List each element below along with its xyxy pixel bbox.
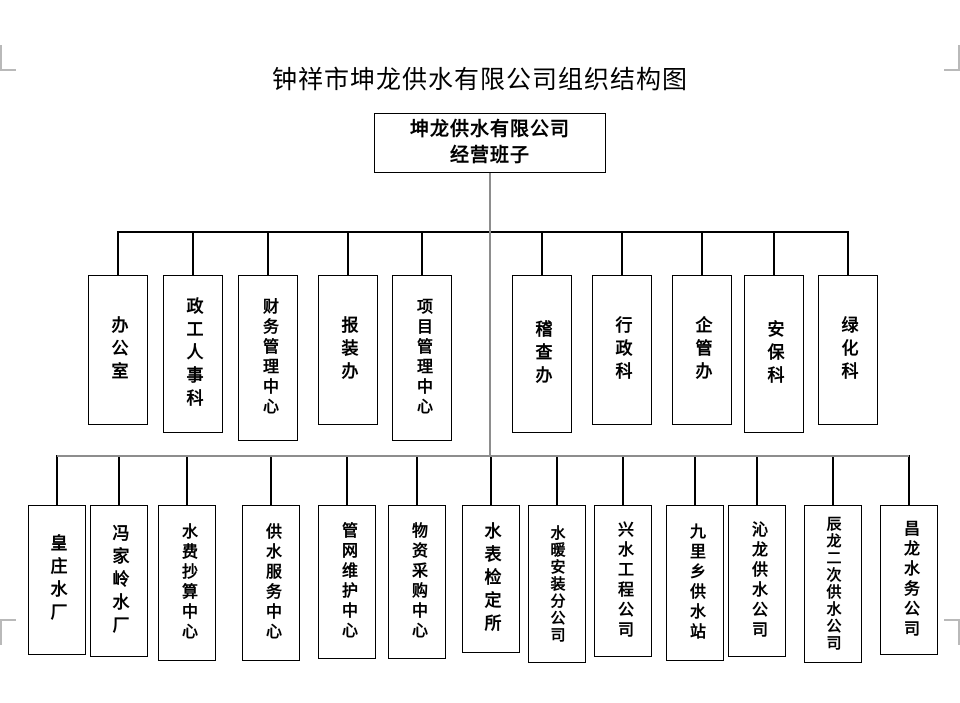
connector-drop-department-9: [847, 231, 849, 275]
org-node-label: 沁龙供水公司: [749, 521, 766, 641]
org-node-subsidiary-11: 辰龙二次供水公司: [804, 505, 862, 663]
connector-drop-department-6: [621, 231, 623, 275]
org-node-subsidiary-8: 兴水工程公司: [594, 505, 652, 657]
org-node-label: 兴水工程公司: [615, 521, 632, 641]
org-node-department-7: 企管办: [672, 275, 732, 425]
org-node-label: 稽查办: [532, 319, 552, 389]
margin-guide-top-right: [944, 45, 960, 71]
connector-drop-subsidiary-8: [622, 455, 624, 505]
org-node-label: 九里乡供水站: [687, 523, 704, 643]
org-node-department-5: 稽查办: [512, 275, 572, 433]
connector-drop-department-7: [701, 231, 703, 275]
connector-drop-subsidiary-7: [556, 455, 558, 505]
connector-bus-subsidiaries: [57, 455, 909, 457]
connector-drop-subsidiary-4: [346, 455, 348, 505]
connector-drop-department-8: [773, 231, 775, 275]
connector-drop-department-3: [347, 231, 349, 275]
org-node-subsidiary-7: 水暖安装分公司: [528, 505, 586, 663]
org-node-department-2: 财务管理中心: [238, 275, 298, 441]
org-node-subsidiary-1: 冯家岭水厂: [90, 505, 148, 657]
connector-drop-department-1: [192, 231, 194, 275]
connector-drop-subsidiary-9: [694, 455, 696, 505]
org-node-label: 企管办: [692, 315, 712, 385]
connector-drop-department-0: [117, 231, 119, 275]
connector-drop-subsidiary-12: [908, 455, 910, 505]
org-node-subsidiary-4: 管网维护中心: [318, 505, 376, 659]
org-node-label: 行政科: [612, 315, 632, 385]
org-node-label: 水费抄算中心: [179, 523, 196, 643]
org-node-label: 水暖安装分公司: [548, 524, 565, 644]
org-node-root-line1: 坤龙供水有限公司: [409, 119, 570, 140]
org-node-label: 供水服务中心: [263, 523, 280, 643]
org-node-label: 财务管理中心: [260, 298, 277, 418]
page-title: 钟祥市坤龙供水有限公司组织结构图: [271, 67, 688, 94]
org-node-department-1: 政工人事科: [163, 275, 223, 433]
org-node-root: 坤龙供水有限公司 经营班子: [374, 113, 606, 173]
org-node-root-line2: 经营班子: [449, 145, 530, 166]
org-node-label: 政工人事科: [183, 296, 203, 412]
org-node-department-4: 项目管理中心: [392, 275, 452, 441]
margin-guide-bottom-right: [944, 619, 960, 645]
connector-drop-department-5: [541, 231, 543, 275]
org-node-department-0: 办公室: [88, 275, 148, 425]
connector-drop-department-4: [421, 231, 423, 275]
org-node-label: 安保科: [764, 319, 784, 389]
org-node-subsidiary-5: 物资采购中心: [388, 505, 446, 659]
connector-bus-departments: [118, 231, 848, 233]
org-node-subsidiary-6: 水表检定所: [462, 505, 520, 653]
org-node-label: 绿化科: [838, 315, 858, 385]
connector-drop-department-2: [267, 231, 269, 275]
org-node-subsidiary-10: 沁龙供水公司: [728, 505, 786, 657]
org-node-subsidiary-2: 水费抄算中心: [158, 505, 216, 661]
org-node-label: 冯家岭水厂: [109, 523, 129, 639]
connector-drop-subsidiary-2: [186, 455, 188, 505]
org-node-subsidiary-12: 昌龙水务公司: [880, 505, 938, 655]
org-node-label: 管网维护中心: [339, 522, 356, 642]
org-node-department-8: 安保科: [744, 275, 804, 433]
connector-drop-subsidiary-6: [490, 455, 492, 505]
org-node-department-3: 报装办: [318, 275, 378, 425]
connector-trunk-vertical: [489, 173, 491, 457]
org-node-label: 办公室: [108, 315, 128, 385]
org-node-label: 报装办: [338, 315, 358, 385]
org-node-department-6: 行政科: [592, 275, 652, 425]
margin-guide-top-left: [0, 45, 16, 71]
connector-drop-subsidiary-3: [270, 455, 272, 505]
org-node-label: 辰龙二次供水公司: [824, 516, 841, 652]
org-node-subsidiary-9: 九里乡供水站: [666, 505, 724, 661]
connector-drop-subsidiary-0: [56, 455, 58, 505]
org-node-label: 物资采购中心: [409, 522, 426, 642]
org-node-label: 项目管理中心: [414, 298, 431, 418]
org-node-label: 昌龙水务公司: [901, 520, 918, 640]
org-node-subsidiary-3: 供水服务中心: [242, 505, 300, 661]
connector-drop-subsidiary-5: [416, 455, 418, 505]
org-node-label: 皇庄水厂: [47, 534, 67, 626]
connector-drop-subsidiary-1: [118, 455, 120, 505]
org-node-label: 水表检定所: [481, 521, 501, 637]
connector-drop-subsidiary-10: [756, 455, 758, 505]
connector-drop-subsidiary-11: [832, 455, 834, 505]
margin-guide-bottom-left: [0, 619, 16, 645]
org-node-subsidiary-0: 皇庄水厂: [28, 505, 86, 655]
org-node-department-9: 绿化科: [818, 275, 878, 425]
